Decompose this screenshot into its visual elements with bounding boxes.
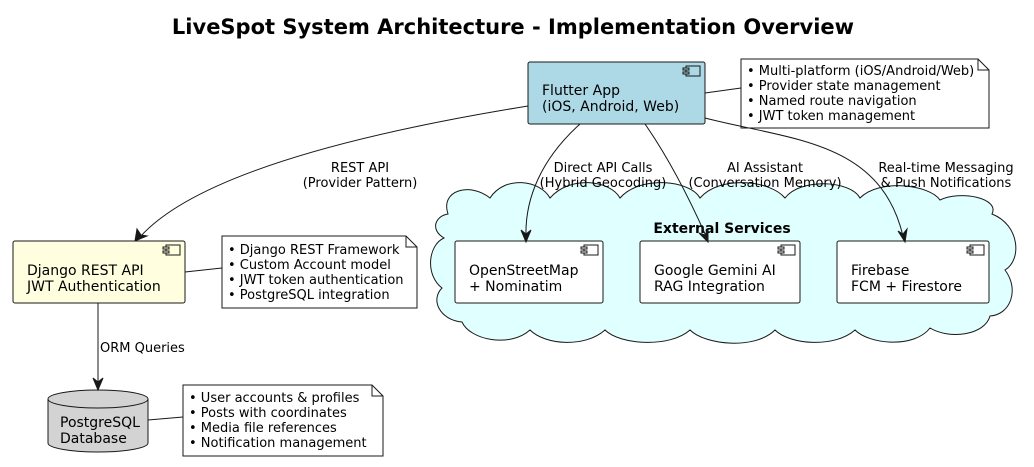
diagram-title: LiveSpot System Architecture - Implement… [172, 15, 854, 39]
database-note-line: • Posts with coordinates [189, 406, 347, 421]
external-services-label: External Services [653, 221, 790, 237]
edge-label: Direct API Calls [554, 161, 653, 176]
flutter-note-line: • Multi-platform (iOS/Android/Web) [747, 64, 974, 79]
edge-realtime: Real-time Messaging & Push Notifications [704, 117, 1014, 244]
django-note-line: • Custom Account model [228, 258, 391, 273]
django-api-component: Django REST API JWT Authentication [12, 240, 186, 304]
component-icon [966, 244, 985, 256]
flutter-app-component: Flutter App (iOS, Android, Web) [527, 61, 706, 125]
gemini-component: Google Gemini AI RAG Integration [639, 240, 801, 304]
django-api-name: Django REST API [27, 263, 144, 279]
database-cylinder-top [47, 389, 149, 409]
edge-label: ORM Queries [100, 341, 185, 356]
database-label: Database [60, 431, 127, 447]
openstreetmap-name: OpenStreetMap [469, 263, 579, 279]
django-api-auth: JWT Authentication [26, 279, 161, 295]
gemini-name: Google Gemini AI [654, 263, 776, 279]
edge-label: REST API [331, 161, 389, 176]
component-icon [777, 244, 796, 256]
database-note-line: • Media file references [189, 421, 337, 436]
flutter-app-name: Flutter App [542, 83, 620, 99]
postgresql-database: PostgreSQL Database [47, 389, 149, 453]
edge-orm-queries: ORM Queries [92, 303, 185, 392]
flutter-note-line: • JWT token management [747, 109, 915, 124]
edge-label: AI Assistant [727, 161, 803, 176]
edge-direct-api: Direct API Calls (Hybrid Geocoding) [520, 123, 667, 244]
database-name: PostgreSQL [60, 415, 140, 431]
edge-label: (Provider Pattern) [303, 176, 418, 191]
django-note: • Django REST Framework • Custom Account… [184, 235, 418, 309]
edge-label: (Conversation Memory) [688, 176, 841, 191]
django-note-line: • JWT token authentication [228, 273, 404, 288]
flutter-note: • Multi-platform (iOS/Android/Web) • Pro… [704, 58, 990, 129]
firebase-name: Firebase [851, 263, 909, 279]
flutter-note-line: • Named route navigation [747, 94, 917, 109]
openstreetmap-component: OpenStreetMap + Nominatim [454, 240, 604, 304]
database-note-line: • Notification management [189, 436, 367, 451]
edge-label: & Push Notifications [881, 176, 1012, 191]
database-note: • User accounts & profiles • Posts with … [147, 384, 384, 457]
flutter-app-platforms: (iOS, Android, Web) [542, 99, 679, 115]
firebase-detail: FCM + Firestore [851, 279, 962, 295]
django-note-line: • PostgreSQL integration [228, 288, 390, 303]
edge-ai-assistant: AI Assistant (Conversation Memory) [644, 123, 842, 244]
flutter-note-line: • Provider state management [747, 79, 941, 94]
component-icon [682, 65, 701, 77]
component-icon [580, 244, 599, 256]
django-note-line: • Django REST Framework [228, 243, 400, 258]
firebase-component: Firebase FCM + Firestore [836, 240, 990, 304]
openstreetmap-detail: + Nominatim [469, 279, 562, 295]
component-icon [162, 244, 181, 256]
gemini-detail: RAG Integration [654, 279, 765, 295]
edge-label: Real-time Messaging [878, 161, 1013, 176]
database-note-line: • User accounts & profiles [189, 391, 360, 406]
edge-label: (Hybrid Geocoding) [540, 176, 667, 191]
edge-rest-api: REST API (Provider Pattern) [134, 105, 529, 242]
